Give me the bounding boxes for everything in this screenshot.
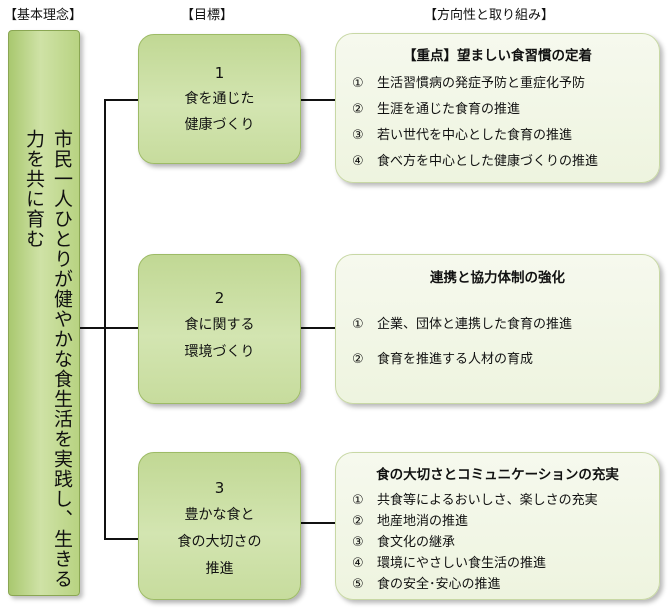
list-item: ① 生活習慣病の発症予防と重症化予防 xyxy=(352,71,659,97)
direction-item-list: ① 共食等によるおいしさ、楽しさの充実 ② 地産地消の推進 ③ 食文化の継承 ④ 環境に… xyxy=(336,490,659,595)
goal-label-line: 食に関する xyxy=(184,317,255,333)
item-marker: ① xyxy=(352,76,364,91)
item-text: 環境にやさしい食生活の推進 xyxy=(377,556,547,571)
item-text: 企業、団体と連携した食育の推進 xyxy=(377,317,573,332)
list-item: ⑤ 食の安全･安心の推進 xyxy=(352,574,659,595)
list-item: ② 生涯を通じた食育の推進 xyxy=(352,97,659,123)
direction-title: 連携と協力体制の強化 xyxy=(430,270,565,286)
goal-label-line: 食を通じた xyxy=(184,91,255,107)
direction-title: 【重点】望ましい食習慣の定着 xyxy=(403,48,592,64)
list-item: ③ 食文化の継承 xyxy=(352,532,659,553)
connector-trunk-to-goal-1 xyxy=(104,99,138,101)
goal-box-3: 3 豊かな食と 食の大切さの 推進 xyxy=(138,452,301,600)
item-text: 食育を推進する人材の育成 xyxy=(377,352,534,367)
item-text: 若い世代を中心とした食育の推進 xyxy=(377,128,573,143)
item-marker: ① xyxy=(352,317,364,332)
item-marker: ③ xyxy=(352,535,364,550)
header-basic-philosophy: 【基本理念】 xyxy=(4,8,83,23)
item-marker: ② xyxy=(352,514,364,529)
item-text: 生涯を通じた食育の推進 xyxy=(377,102,521,117)
goal-box-2: 2 食に関する 環境づくり xyxy=(138,254,301,404)
basic-philosophy-box: 市民一人ひとりが健やかな食生活を実践し、生きる力を共に育む xyxy=(8,30,80,596)
list-item: ④ 食べ方を中心とした健康づくりの推進 xyxy=(352,149,659,175)
connector-goal-1-to-panel xyxy=(301,99,335,101)
direction-panel-1: 【重点】望ましい食習慣の定着 ① 生活習慣病の発症予防と重症化予防 ② 生涯を通じた… xyxy=(335,33,660,183)
basic-philosophy-text: 市民一人ひとりが健やかな食生活を実践し、生きる力を共に育む xyxy=(23,129,73,589)
list-item: ③ 若い世代を中心とした食育の推進 xyxy=(352,123,659,149)
direction-title: 食の大切さとコミュニケーションの充実 xyxy=(376,467,619,483)
item-marker: ① xyxy=(352,493,364,508)
goal-label-line: 環境づくり xyxy=(184,344,255,360)
goal-label-line: 豊かな食と xyxy=(184,507,255,523)
item-text: 地産地消の推進 xyxy=(377,514,469,529)
connector-trunk-vertical xyxy=(104,99,106,540)
list-item: ② 地産地消の推進 xyxy=(352,511,659,532)
direction-item-list: ① 生活習慣病の発症予防と重症化予防 ② 生涯を通じた食育の推進 ③ 若い世代を中心と… xyxy=(336,71,659,175)
connector-trunk-to-goal-3 xyxy=(104,538,138,540)
item-text: 食文化の継承 xyxy=(377,535,456,550)
header-goals: 【目標】 xyxy=(181,8,234,23)
item-marker: ④ xyxy=(352,556,364,571)
goal-label-line: 食の大切さの xyxy=(177,534,262,550)
goal-label-line: 推進 xyxy=(205,561,234,577)
item-text: 共食等によるおいしさ、楽しさの充実 xyxy=(377,493,598,508)
item-marker: ④ xyxy=(352,154,364,169)
item-marker: ② xyxy=(352,352,364,367)
list-item: ② 食育を推進する人材の育成 xyxy=(352,342,659,377)
list-item: ① 企業、団体と連携した食育の推進 xyxy=(352,307,659,342)
item-text: 食の安全･安心の推進 xyxy=(377,577,501,592)
item-marker: ⑤ xyxy=(352,577,364,592)
direction-item-list: ① 企業、団体と連携した食育の推進 ② 食育を推進する人材の育成 xyxy=(336,307,659,377)
goal-number: 1 xyxy=(214,64,225,82)
goal-box-1: 1 食を通じた 健康づくり xyxy=(138,34,301,164)
list-item: ① 共食等によるおいしさ、楽しさの充実 xyxy=(352,490,659,511)
item-marker: ③ xyxy=(352,128,364,143)
goal-label-line: 健康づくり xyxy=(184,117,255,133)
connector-goal-3-to-panel xyxy=(301,522,335,524)
direction-panel-2: 連携と協力体制の強化 ① 企業、団体と連携した食育の推進 ② 食育を推進する人材の育… xyxy=(335,254,660,404)
connector-goal-2-to-panel xyxy=(301,327,335,329)
header-directions: 【方向性と取り組み】 xyxy=(424,8,555,23)
connector-trunk-to-goal-2 xyxy=(104,327,138,329)
item-marker: ② xyxy=(352,102,364,117)
list-item: ④ 環境にやさしい食生活の推進 xyxy=(352,553,659,574)
item-text: 食べ方を中心とした健康づくりの推進 xyxy=(377,154,599,169)
connector-vision-to-trunk xyxy=(80,327,106,329)
item-text: 生活習慣病の発症予防と重症化予防 xyxy=(377,76,586,91)
goal-number: 3 xyxy=(214,479,225,497)
goal-number: 2 xyxy=(214,289,225,307)
